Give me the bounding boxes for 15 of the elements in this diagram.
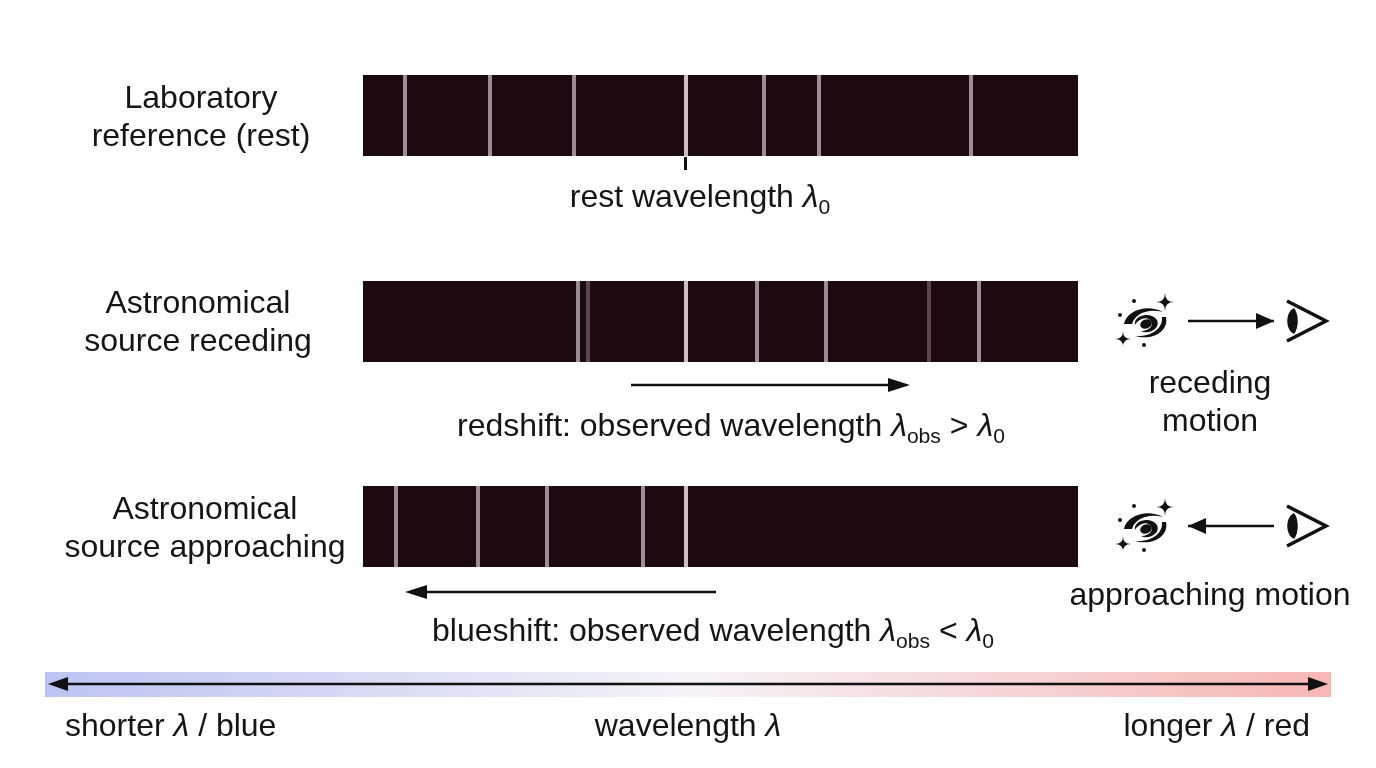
arrow [1188, 313, 1274, 329]
annotation-text: rest wavelength λ$_{0}$ [569, 177, 831, 215]
arrow [1188, 518, 1274, 534]
row-label: Astronomical source receding [83, 283, 313, 359]
annotation-text: redshift: observed wavelength λ$_{obs}$ > λ$_{0}$ [457, 406, 1005, 444]
caption-text: approaching motion [1069, 575, 1351, 613]
axis-label: shorter λ / blue [65, 706, 277, 744]
caption-text: receding motion [1147, 363, 1273, 439]
axis-label: longer λ / red [1123, 706, 1310, 744]
eye-icon [1283, 503, 1329, 549]
annotation-text: blueshift: observed wavelength λ$_{obs}$ < λ$_{0}$ [432, 611, 994, 649]
row-label: Astronomical source approaching [63, 489, 347, 565]
row-label: Laboratory reference (rest) [90, 78, 312, 154]
axis-label: wavelength λ [594, 706, 782, 744]
eye-icon [1283, 298, 1329, 344]
